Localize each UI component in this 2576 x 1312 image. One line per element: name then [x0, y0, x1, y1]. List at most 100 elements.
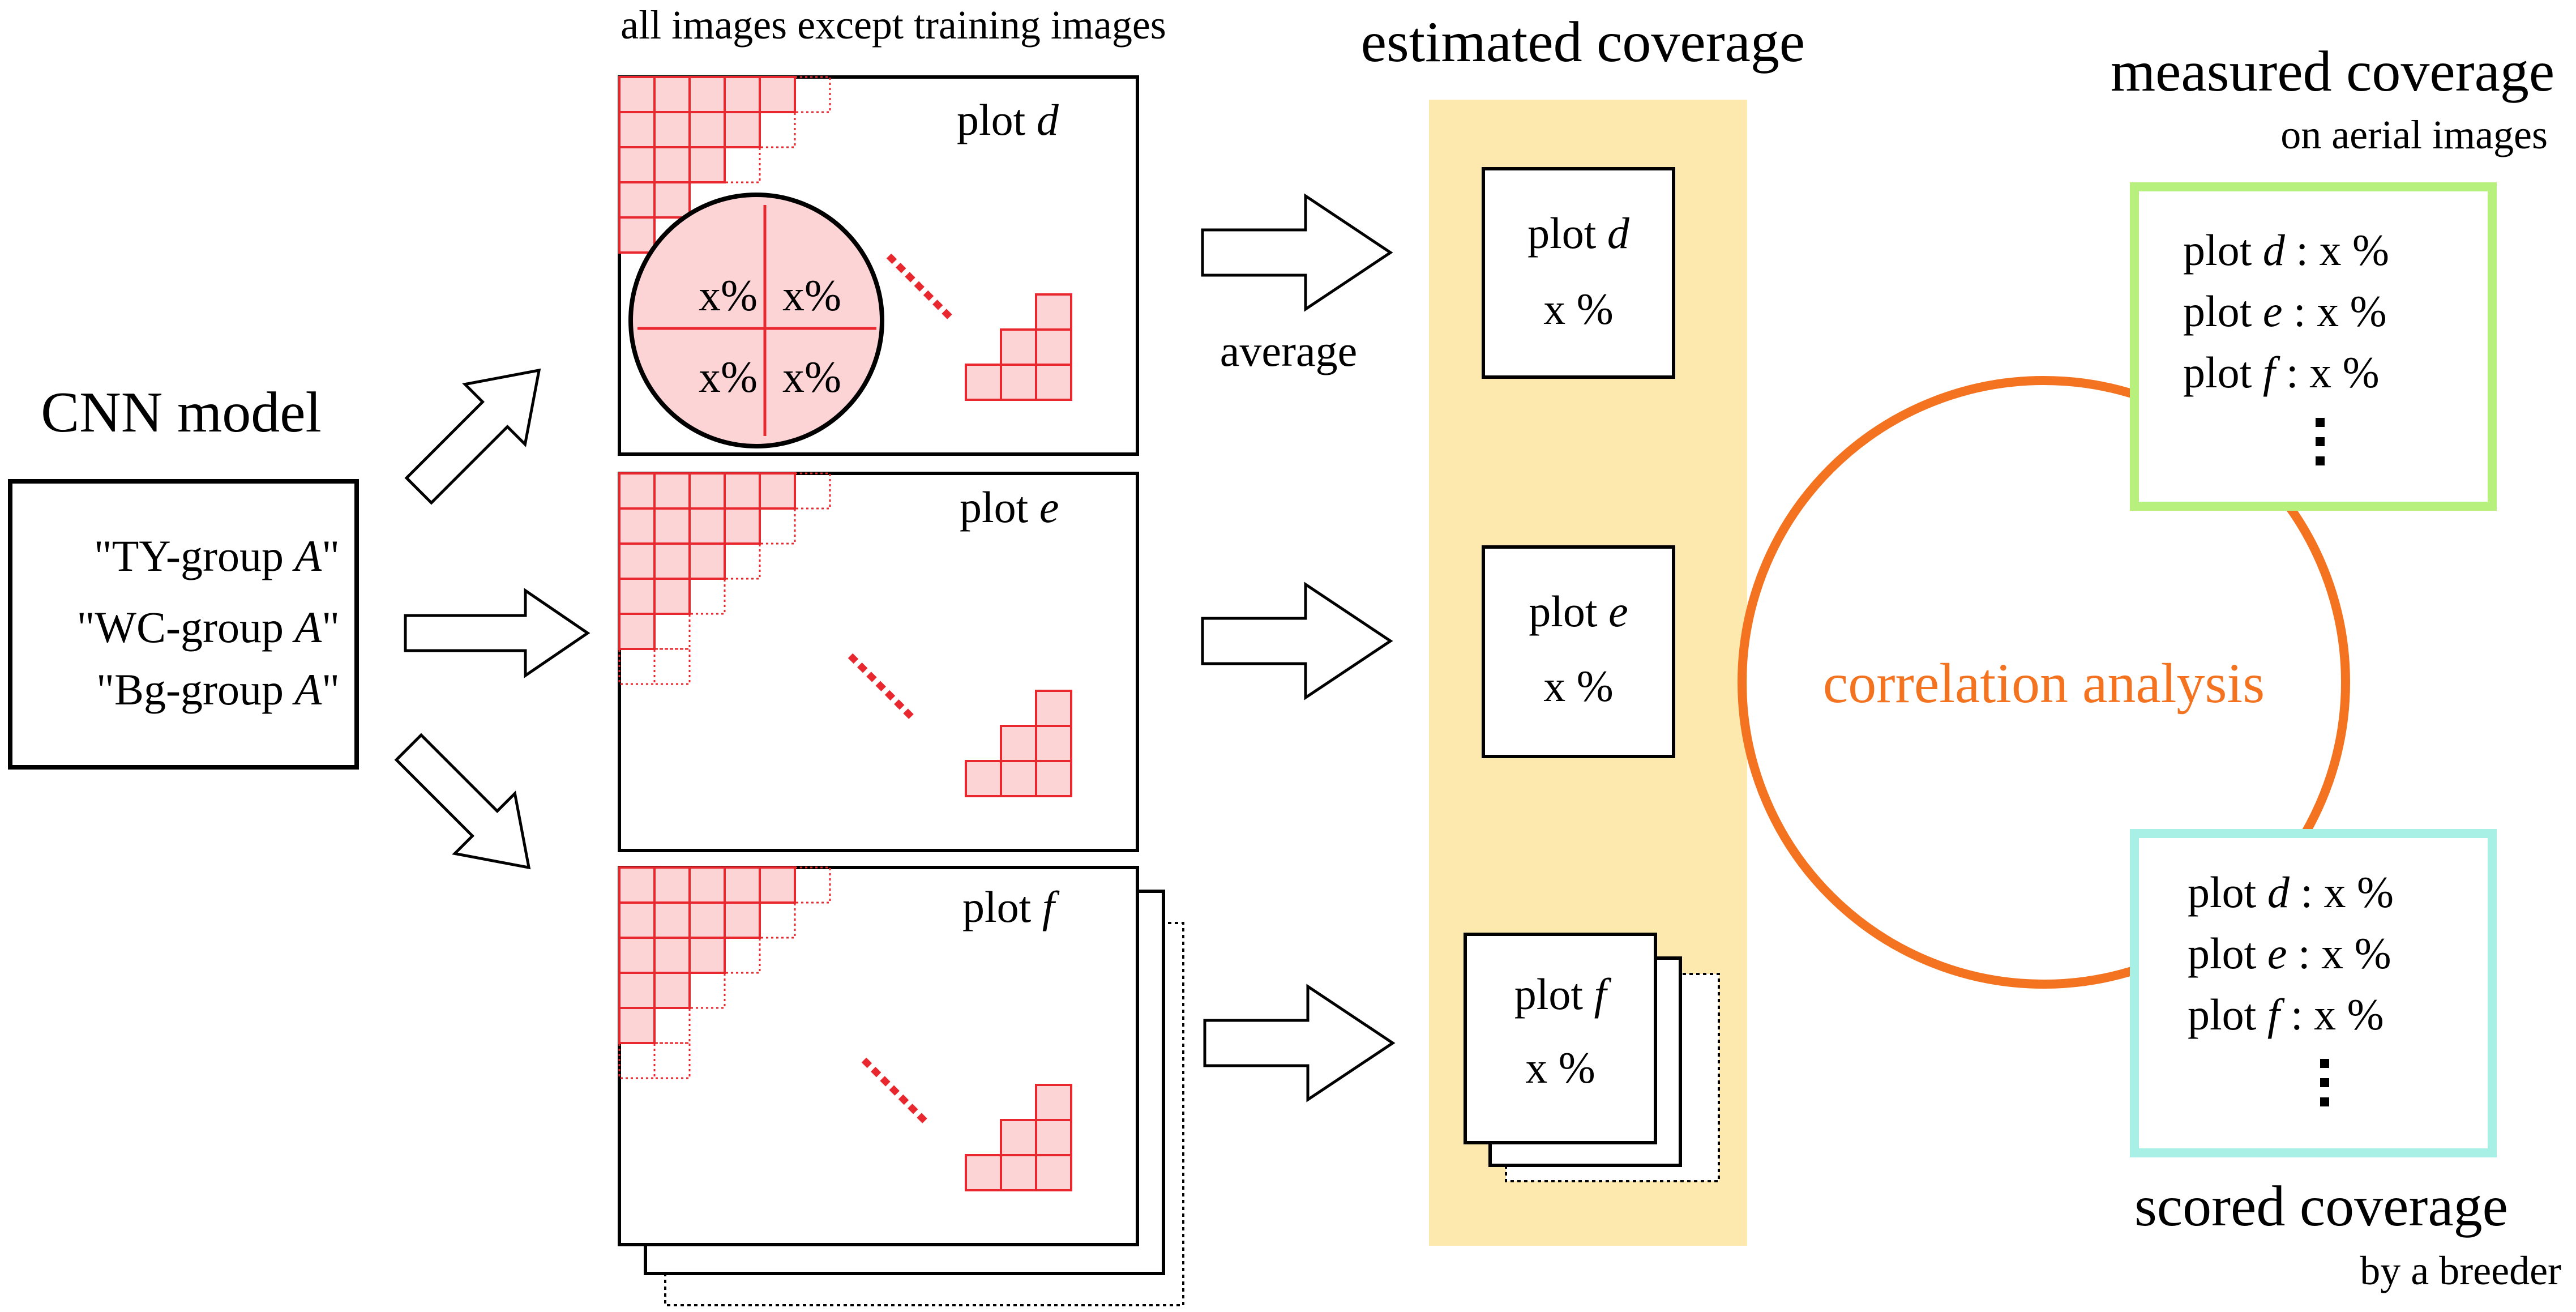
- tile: [618, 901, 656, 939]
- tile-partial: [759, 507, 796, 545]
- ellipsis-dash-2: [848, 653, 917, 722]
- tile: [724, 866, 761, 904]
- tile: [759, 472, 796, 510]
- tile: [688, 937, 726, 974]
- tile: [688, 866, 726, 904]
- tile: [618, 216, 656, 254]
- tile: [618, 507, 656, 545]
- tile: [724, 76, 761, 113]
- tile: [618, 76, 656, 113]
- scored-row-1: plot d : x %: [2188, 867, 2394, 917]
- tile: [653, 937, 691, 974]
- scored-row-2: plot e : x %: [2188, 929, 2391, 978]
- measured-row-2: plot e : x %: [2183, 287, 2387, 336]
- tile: [1000, 1119, 1037, 1156]
- tile: [618, 146, 656, 183]
- ellipsis-dash-3: [861, 1057, 930, 1126]
- tile: [724, 901, 761, 939]
- arrow-plot-d-estimate: [1201, 193, 1393, 312]
- tile: [653, 542, 691, 580]
- tile: [688, 111, 726, 148]
- cnn-title: CNN model: [41, 381, 322, 445]
- tile: [653, 901, 691, 939]
- scored-subtitle: by a breeder: [2360, 1248, 2561, 1293]
- tile-partial: [724, 937, 761, 974]
- arrows-cnn-to-plots: [394, 368, 590, 870]
- tile: [724, 472, 761, 510]
- tile: [653, 472, 691, 510]
- tile-partial: [724, 542, 761, 580]
- circle-cell-1: x%: [699, 271, 758, 320]
- plot-tiles: [618, 76, 1072, 1191]
- correlation-circle: [1738, 376, 2350, 989]
- tile-partial: [688, 578, 726, 615]
- tile: [759, 866, 796, 904]
- measured-row-1: plot d : x %: [2183, 225, 2389, 275]
- tile: [724, 507, 761, 545]
- ellipsis-dash-1: [886, 253, 955, 322]
- tile: [653, 507, 691, 545]
- tile: [1035, 1119, 1072, 1156]
- measured-subtitle: on aerial images: [2280, 112, 2548, 157]
- tile: [965, 1154, 1002, 1191]
- tile: [618, 472, 656, 510]
- tile: [653, 866, 691, 904]
- tile: [1000, 364, 1037, 401]
- tile: [688, 901, 726, 939]
- tile: [1035, 293, 1072, 331]
- estimated-title: estimated coverage: [1361, 10, 1805, 74]
- cnn-line-2: "WC-group A": [77, 602, 340, 652]
- average-label: average: [1220, 326, 1357, 375]
- cnn-line-1: "TY-group A": [94, 531, 340, 580]
- tile: [1035, 1084, 1072, 1121]
- ellipsis-dashes: [848, 253, 955, 1126]
- cnn-box: [8, 479, 359, 770]
- scored-more-dots: [2320, 1059, 2329, 1106]
- estimate-e-card: [1482, 545, 1675, 758]
- tile: [618, 111, 656, 148]
- tile: [653, 111, 691, 148]
- tile-partial: [794, 472, 831, 510]
- circle-cell-4: x%: [782, 352, 841, 401]
- magnifier-grid: [637, 205, 876, 436]
- circle-cell-2: x%: [782, 271, 841, 320]
- tile-partial: [653, 648, 691, 685]
- tile: [688, 542, 726, 580]
- scored-row-3: plot f : x %: [2188, 990, 2384, 1039]
- tile-partial: [688, 972, 726, 1009]
- measured-title: measured coverage: [2111, 40, 2554, 104]
- tile: [1035, 364, 1072, 401]
- tile: [653, 972, 691, 1009]
- tile: [688, 146, 726, 183]
- tile: [618, 542, 656, 580]
- tile: [1035, 725, 1072, 762]
- tile-partial: [653, 1042, 691, 1079]
- tile: [1035, 760, 1072, 797]
- measured-more-dots: [2316, 418, 2325, 465]
- magnifier-circle: [628, 193, 884, 448]
- tile: [965, 760, 1002, 797]
- measured-box: [2130, 182, 2497, 511]
- tile: [1000, 328, 1037, 366]
- scored-box: [2130, 829, 2497, 1157]
- scored-title: scored coverage: [2134, 1174, 2508, 1238]
- tile: [618, 613, 656, 650]
- tile-partial: [759, 111, 796, 148]
- plot-e-label: plot e: [960, 482, 1059, 532]
- tile: [1035, 1154, 1072, 1191]
- tile: [618, 1007, 656, 1044]
- tile-partial: [724, 146, 761, 183]
- all-images-label: all images except training images: [621, 2, 1166, 48]
- estimate-d-value: x %: [1543, 284, 1613, 334]
- tile: [1035, 690, 1072, 727]
- plot-d-label: plot d: [957, 95, 1059, 144]
- tile: [653, 76, 691, 113]
- estimate-d-plot: plot d: [1527, 208, 1630, 258]
- tile-partial: [794, 866, 831, 904]
- estimate-f-card: [1464, 933, 1657, 1144]
- tile: [653, 578, 691, 615]
- tile: [618, 578, 656, 615]
- tile: [965, 364, 1002, 401]
- estimate-d-card: [1482, 167, 1675, 379]
